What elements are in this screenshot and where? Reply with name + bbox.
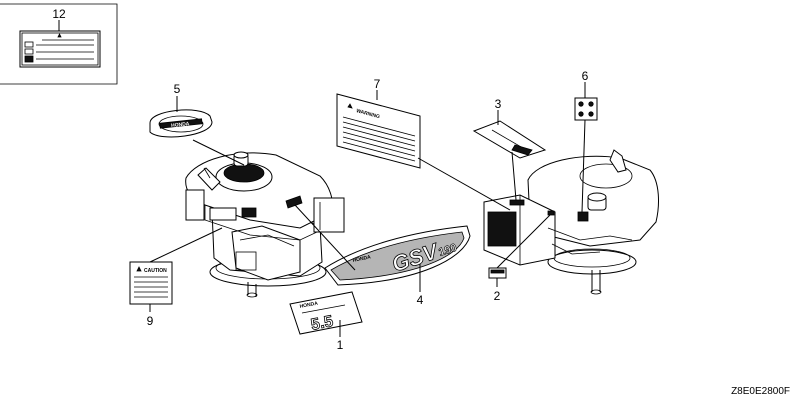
leader-lines [58,20,586,337]
callout-7: 7 [374,77,381,91]
callout-3: 3 [495,97,502,111]
engine-right-illustration [483,149,659,295]
callout-12: 12 [52,7,66,21]
label-12[interactable] [19,30,101,68]
callout-9: 9 [147,314,154,328]
callout-4: 4 [417,293,424,307]
callout-5: 5 [174,82,181,96]
callout-2: 2 [494,289,501,303]
emblem-5[interactable]: HONDA [149,109,213,138]
model-label-brand: HONDA [352,254,372,264]
label-1-brand: HONDA [299,301,319,310]
label-4-model[interactable]: HONDA GSV 190 [324,225,471,286]
label-1-spec: 5.5 [310,313,335,334]
item-12-inset-frame [0,3,118,85]
caution-label-text: CAUTION [144,268,167,274]
label-6[interactable] [574,97,598,121]
callout-1: 1 [337,338,344,352]
label-7-warning[interactable]: WARNING [336,93,421,169]
callout-6: 6 [582,69,589,83]
model-label-size: 190 [437,242,458,259]
label-3[interactable] [472,120,547,159]
emblem-brand-text: HONDA [171,121,190,129]
engine-left-illustration [185,151,345,298]
callouts: 12 5 7 3 6 9 1 4 2 [52,7,588,352]
diagram-reference-code: Z8E0E2800F [731,386,790,397]
label-9-caution[interactable]: CAUTION [129,261,173,305]
label-1[interactable]: HONDA 5.5 [289,291,363,335]
label-2[interactable] [488,267,507,279]
